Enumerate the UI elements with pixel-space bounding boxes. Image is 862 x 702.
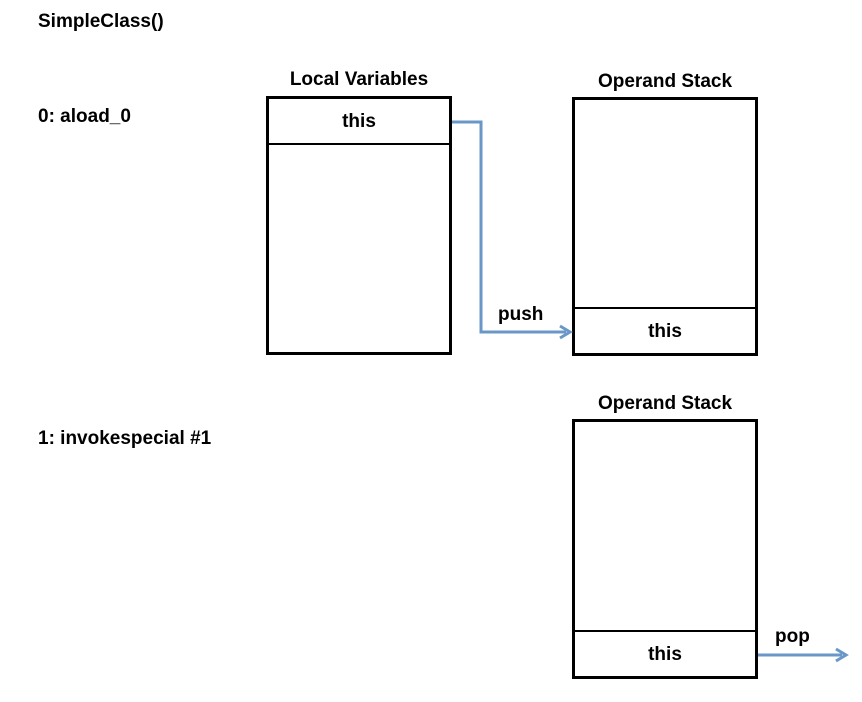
instruction-aload-0: 0: aload_0 [38, 106, 131, 127]
instruction-invokespecial: 1: invokespecial #1 [38, 428, 212, 449]
pop-label: pop [775, 626, 810, 647]
local-variables-title: Local Variables [289, 69, 429, 90]
push-arrow [452, 120, 573, 340]
operand-stack-box-1: this [572, 419, 758, 679]
operand-stack-title-1: Operand Stack [597, 393, 733, 414]
pop-arrow [758, 647, 849, 663]
method-title: SimpleClass() [38, 11, 164, 32]
local-variable-slot-0: this [269, 99, 449, 145]
local-variables-box: this [266, 96, 452, 355]
operand-stack-entry-1: this [575, 630, 755, 676]
push-label: push [498, 304, 544, 325]
operand-stack-title-0: Operand Stack [597, 71, 733, 92]
operand-stack-box-0: this [572, 97, 758, 356]
operand-stack-entry-0: this [575, 307, 755, 353]
